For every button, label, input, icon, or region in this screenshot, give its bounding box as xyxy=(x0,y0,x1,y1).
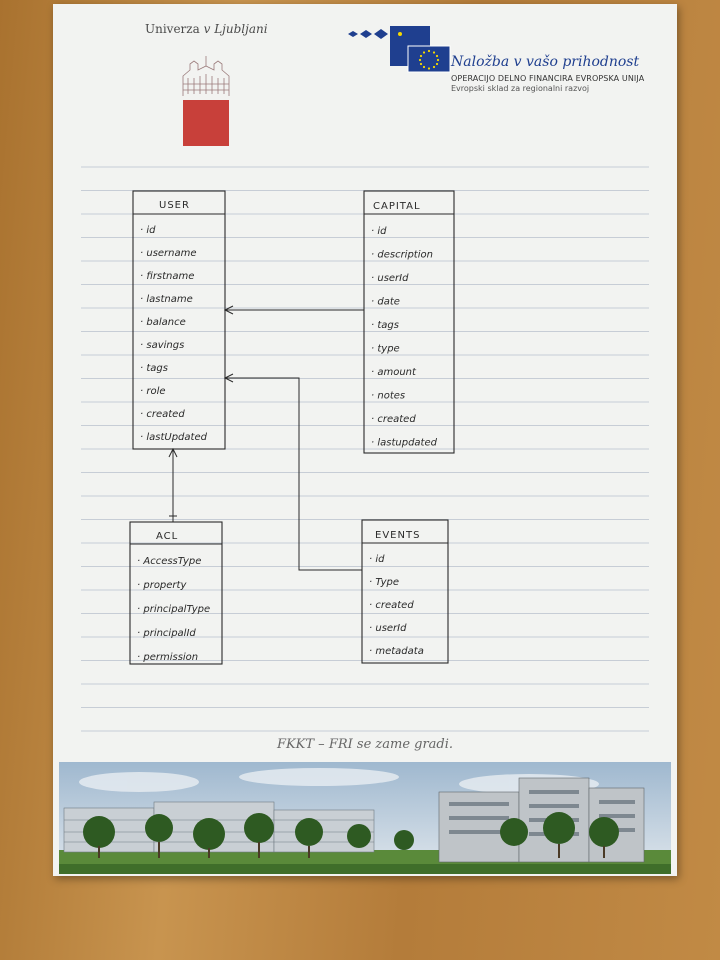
entity-field: · type xyxy=(371,344,400,355)
entity-events: EVENTS · id · Type · created · userId · meta… xyxy=(361,519,449,664)
entity-field: · tags xyxy=(140,363,168,374)
university-crest-logo xyxy=(182,56,230,146)
arrow-head xyxy=(223,305,234,315)
er-diagram: USER · id · username · firstname · lastname… xyxy=(81,166,649,732)
eu-funding-line: OPERACIJO DELNO FINANCIRA EVROPSKA UNIJA xyxy=(451,74,645,83)
entity-field: · userId xyxy=(369,623,407,634)
entity-field: · property xyxy=(137,580,187,591)
entity-field: · userId xyxy=(371,273,409,284)
entity-field: · id xyxy=(140,225,156,236)
entity-field: · metadata xyxy=(369,646,424,657)
notepad-sheet: Univerza v Ljubljani Naložba v vašo prih… xyxy=(53,4,677,876)
entity-field: · amount xyxy=(371,367,417,378)
entity-title: ACL xyxy=(156,531,178,542)
entity-field: · description xyxy=(371,250,433,261)
entity-field: · created xyxy=(371,414,416,425)
entity-field: · Type xyxy=(369,577,399,588)
entity-field: · AccessType xyxy=(137,556,201,567)
entity-field: · lastUpdated xyxy=(140,432,208,443)
entity-field: · created xyxy=(140,409,185,420)
eu-fund-name: Evropski sklad za regionalni razvoj xyxy=(451,84,590,93)
entity-field: · lastname xyxy=(140,294,193,305)
university-name: Univerza v Ljubljani xyxy=(145,22,268,36)
arrow-head xyxy=(223,373,234,383)
entity-field: · created xyxy=(369,600,414,611)
entity-field: · id xyxy=(369,554,385,565)
entity-field: · savings xyxy=(140,340,184,351)
entity-field: · id xyxy=(371,226,387,237)
entity-title: CAPITAL xyxy=(373,201,421,212)
entity-field: · principalId xyxy=(137,628,196,639)
campus-illustration xyxy=(59,762,671,874)
entity-title: USER xyxy=(159,200,190,211)
entity-field: · notes xyxy=(371,391,405,402)
relation-events-user xyxy=(225,377,362,571)
eu-slogan-title: Naložba v vašo prihodnost xyxy=(451,54,640,70)
entity-capital: CAPITAL · id · description · userId · date ·… xyxy=(363,190,455,454)
entity-field: · tags xyxy=(371,320,399,331)
entity-field: · balance xyxy=(140,317,186,328)
entity-field: · principalType xyxy=(137,604,210,615)
entity-field: · firstname xyxy=(140,271,194,282)
entity-acl: ACL · AccessType · property · principalTyp… xyxy=(129,521,223,665)
eu-flag-logo xyxy=(348,26,451,73)
entity-user: USER · id · username · firstname · lastname… xyxy=(132,190,226,450)
arrow-head xyxy=(168,447,178,458)
entity-field: · role xyxy=(140,386,166,397)
entity-field: · permission xyxy=(137,652,198,663)
footer-caption: FKKT – FRI se zame gradi. xyxy=(276,737,454,752)
entity-field: · date xyxy=(371,297,400,308)
entity-field: · lastupdated xyxy=(371,438,438,449)
entity-title: EVENTS xyxy=(375,530,420,541)
entity-field: · username xyxy=(140,248,197,259)
